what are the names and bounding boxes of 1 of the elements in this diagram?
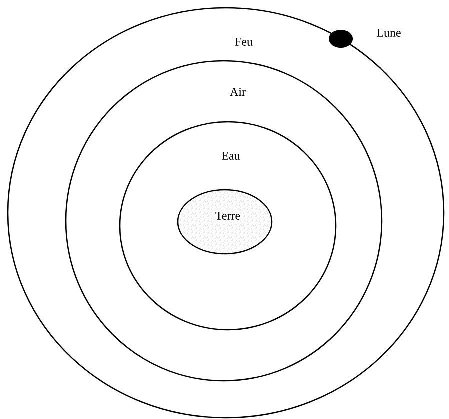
- node-label: Lune: [377, 29, 401, 37]
